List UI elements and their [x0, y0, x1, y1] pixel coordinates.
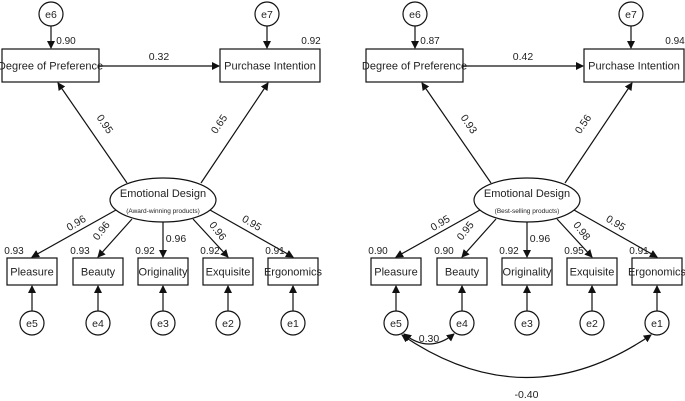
degree-of-preference-box: [365, 48, 464, 83]
emotional-design-title: Emotional Design: [120, 188, 206, 200]
r2-degree-of-preference: 0.87: [420, 36, 440, 47]
r2-exquisite: 0.95: [564, 246, 584, 257]
r2-originality: 0.92: [499, 246, 519, 257]
loading-arrow-exquisite: [556, 218, 593, 258]
purchase-intention-label: Purchase Intention: [588, 61, 680, 73]
r2-purchase-intention: 0.94: [665, 36, 685, 47]
indicator-ergonomics-label: Ergonomics: [264, 267, 323, 279]
covariance-e5-e4-value: 0.30: [419, 333, 440, 345]
loading-originality: 0.96: [166, 233, 187, 245]
r2-pleasure: 0.93: [4, 246, 24, 257]
indicator-exquisite-box: [566, 257, 618, 286]
emotional-design-title: Emotional Design: [484, 188, 570, 200]
loading-pleasure: 0.95: [429, 213, 453, 234]
coef-emo-to-purchase: 0.56: [573, 112, 594, 136]
error-circle-e1-label: e1: [287, 318, 299, 330]
indicator-exquisite-box: [202, 257, 254, 286]
indicator-beauty-label: Beauty: [81, 267, 116, 279]
indicator-originality-label: Originality: [139, 267, 188, 279]
indicator-originality-box: [137, 257, 189, 286]
error-circle-e4-label: e4: [456, 318, 468, 330]
emotional-design-subtitle: (Best-selling products): [495, 208, 560, 215]
loading-originality: 0.96: [530, 233, 551, 245]
coef-pref-to-purchase: 0.32: [149, 51, 170, 63]
r2-originality: 0.92: [135, 246, 155, 257]
loading-arrow-exquisite: [192, 218, 229, 258]
emotional-design-subtitle: (Award-winning products): [126, 208, 200, 215]
loading-pleasure: 0.96: [65, 213, 89, 234]
covariance-e5-e1: [401, 334, 652, 378]
indicator-pleasure-label: Pleasure: [374, 267, 417, 279]
indicator-beauty-box: [436, 257, 488, 286]
indicator-originality-label: Originality: [503, 267, 552, 279]
indicator-ergonomics-box: [267, 257, 319, 286]
indicator-beauty-box: [72, 257, 124, 286]
loading-exquisite: 0.96: [206, 219, 228, 243]
loading-arrow-beauty: [461, 218, 497, 258]
error-circle-e6-label: e6: [409, 9, 421, 21]
error-circle-e2-label: e2: [222, 318, 234, 330]
r2-pleasure: 0.90: [368, 246, 388, 257]
coef-emo-to-purchase: 0.65: [209, 112, 230, 136]
loading-arrow-pleasure: [31, 209, 117, 258]
r2-ergonomics: 0.91: [265, 246, 285, 257]
indicator-exquisite-label: Exquisite: [206, 267, 251, 279]
covariance-e5-e1-value: -0.40: [515, 389, 539, 401]
indicator-ergonomics-label: Ergonomics: [628, 267, 685, 279]
loading-arrow-ergonomics: [209, 209, 294, 258]
coef-emo-to-pref: 0.95: [94, 112, 115, 136]
error-circle-e4-label: e4: [92, 318, 104, 330]
error-circle-e5-label: e5: [26, 318, 38, 330]
error-circle-e5-label: e5: [390, 318, 402, 330]
indicator-pleasure-box: [370, 257, 422, 286]
r2-beauty: 0.93: [70, 246, 90, 257]
error-circle-e1-label: e1: [651, 318, 663, 330]
path-emo-to-purchase: [564, 82, 633, 184]
indicator-exquisite-label: Exquisite: [570, 267, 615, 279]
error-circle-e7-label: e7: [625, 9, 637, 21]
emotional-design-ellipse: [109, 177, 217, 223]
loading-arrow-pleasure: [395, 209, 481, 258]
r2-degree-of-preference: 0.90: [56, 36, 76, 47]
loading-ergonomics: 0.95: [240, 213, 264, 234]
purchase-intention-box: [583, 48, 685, 83]
path-emo-to-pref: [57, 82, 128, 184]
loading-ergonomics: 0.95: [604, 213, 628, 234]
error-circle-e2-label: e2: [586, 318, 598, 330]
loading-exquisite: 0.98: [570, 219, 592, 243]
degree-of-preference-box: [1, 48, 100, 83]
path-emo-to-pref: [421, 82, 492, 184]
coef-emo-to-pref: 0.93: [458, 112, 479, 136]
emotional-design-ellipse: [473, 177, 581, 223]
indicator-pleasure-label: Pleasure: [10, 267, 53, 279]
loading-arrow-ergonomics: [573, 209, 658, 258]
error-circle-e7-label: e7: [261, 9, 273, 21]
degree-of-preference-label: Degree of Preference: [0, 61, 103, 73]
degree-of-preference-label: Degree of Preference: [362, 61, 467, 73]
coef-pref-to-purchase: 0.42: [513, 51, 534, 63]
path-emo-to-purchase: [200, 82, 269, 184]
loading-arrow-beauty: [97, 218, 133, 258]
r2-purchase-intention: 0.92: [301, 36, 321, 47]
error-circle-e6-label: e6: [45, 9, 57, 21]
purchase-intention-box: [219, 48, 321, 83]
r2-exquisite: 0.92: [200, 246, 220, 257]
indicator-beauty-label: Beauty: [445, 267, 480, 279]
error-circle-e3-label: e3: [157, 318, 169, 330]
purchase-intention-label: Purchase Intention: [224, 61, 316, 73]
r2-ergonomics: 0.91: [629, 246, 649, 257]
r2-beauty: 0.90: [434, 246, 454, 257]
error-circle-e3-label: e3: [521, 318, 533, 330]
